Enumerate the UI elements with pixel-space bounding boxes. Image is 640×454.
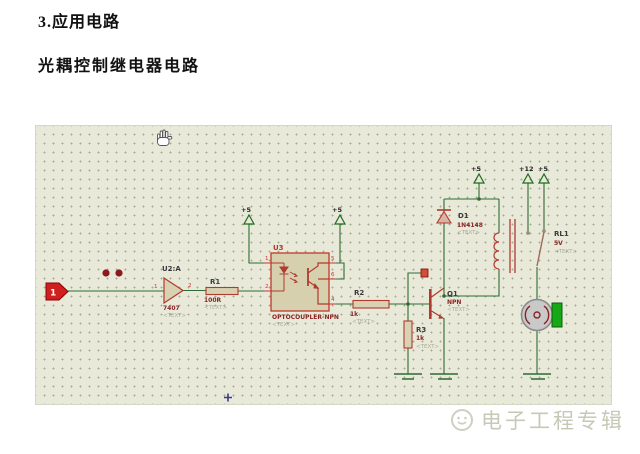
relay-rl1[interactable]: RL1 5V <TEXT>	[493, 219, 577, 273]
component-ref: R3	[416, 326, 426, 334]
relay-core	[509, 219, 516, 273]
contact-dot	[526, 231, 530, 235]
component-text-placeholder: <TEXT>	[447, 307, 470, 313]
component-value: 100R	[204, 297, 222, 304]
schematic-canvas[interactable]: +5 +5 +5 +12 +5 1	[35, 125, 612, 405]
power-flag-coil[interactable]: +5	[471, 165, 486, 184]
relay-contact-arm	[536, 231, 545, 267]
component-ref: RL1	[554, 230, 569, 238]
component-text-placeholder: <TEXT>	[352, 319, 375, 325]
watermark-logo-icon	[451, 409, 473, 431]
watermark: 电子工程专辑	[450, 405, 625, 435]
pin-number: 2	[265, 284, 269, 290]
schematic-svg: +5 +5 +5 +12 +5 1	[45, 129, 577, 402]
component-text-placeholder: <TEXT>	[163, 313, 186, 319]
transistor-q1[interactable]: Q1 NPN <TEXT>	[429, 287, 470, 319]
pin-number: 6	[331, 272, 335, 278]
relay-coil	[493, 232, 500, 270]
origin-marker-icon	[224, 393, 232, 402]
page-subtitle: 光耦控制继电器电路	[38, 58, 201, 75]
resistor-r3[interactable]: R3 1k <TEXT>	[403, 320, 439, 350]
hand-cursor-icon	[157, 129, 173, 146]
pin-number: 4	[331, 297, 335, 303]
power-flag-left-opto[interactable]: +5	[241, 206, 256, 225]
pin-number: 5	[331, 256, 335, 262]
power-label: +5	[538, 165, 548, 173]
component-value: 7407	[163, 305, 180, 312]
pin-number: 2	[188, 283, 192, 289]
resistor-r2[interactable]: R2 1k <TEXT>	[350, 289, 390, 325]
opto-transistor	[307, 262, 329, 305]
component-ref: U3	[273, 244, 284, 252]
component-ref: D1	[458, 212, 469, 220]
component-ref: Q1	[447, 290, 458, 298]
wire-terminal-box[interactable]	[420, 268, 429, 278]
component-text-placeholder: <TEXT>	[457, 230, 480, 236]
power-label: +12	[519, 165, 534, 173]
component-text-placeholder: <TEXT>	[204, 305, 227, 311]
probe-indicator[interactable]	[551, 302, 563, 328]
component-text-placeholder: <TEXT>	[416, 344, 439, 350]
ground-symbols	[394, 373, 551, 380]
pin-number: 1	[265, 256, 269, 262]
diode-d1[interactable]: D1 1N4148 <TEXT>	[436, 209, 483, 236]
component-ref: R1	[210, 278, 220, 286]
motor[interactable]	[520, 298, 554, 332]
resistor-r1[interactable]: R1 100R <TEXT>	[204, 278, 239, 311]
power-flag-contact-5v[interactable]: +5	[537, 165, 551, 184]
opto-led	[271, 262, 298, 292]
component-value: 5V	[554, 240, 563, 247]
component-text-placeholder: <TEXT>	[554, 249, 577, 255]
input-terminal-label: 1	[50, 289, 56, 299]
component-value: 1N4148	[457, 222, 483, 229]
component-ref: U2:A	[162, 265, 181, 273]
page-title: 3.应用电路	[38, 14, 121, 31]
junction-dots	[406, 197, 481, 306]
component-text-placeholder: <TEXT>	[272, 322, 295, 328]
power-flag-contact-12v[interactable]: +12	[519, 165, 535, 184]
component-value: 1k	[350, 311, 359, 318]
buffer-u2a[interactable]: U2:A 1 2 7407 <TEXT>	[154, 265, 192, 319]
pin-number: 1	[154, 284, 158, 290]
power-label: +5	[241, 206, 251, 214]
optocoupler-u3[interactable]: U3	[264, 244, 339, 328]
net-dot	[102, 269, 110, 277]
power-label: +5	[332, 206, 342, 214]
opto-pin-stubs	[264, 262, 336, 305]
contact-dot	[542, 229, 546, 233]
power-label: +5	[471, 165, 481, 173]
component-value: OPTOCOUPLER-NPN	[272, 314, 339, 321]
component-value: 1k	[416, 335, 425, 342]
input-terminal[interactable]: 1	[45, 269, 123, 301]
watermark-text: 电子工程专辑	[481, 410, 625, 433]
component-ref: R2	[354, 289, 364, 297]
power-flag-right-opto[interactable]: +5	[332, 206, 347, 225]
component-value: NPN	[447, 299, 461, 306]
net-dot	[115, 269, 123, 277]
